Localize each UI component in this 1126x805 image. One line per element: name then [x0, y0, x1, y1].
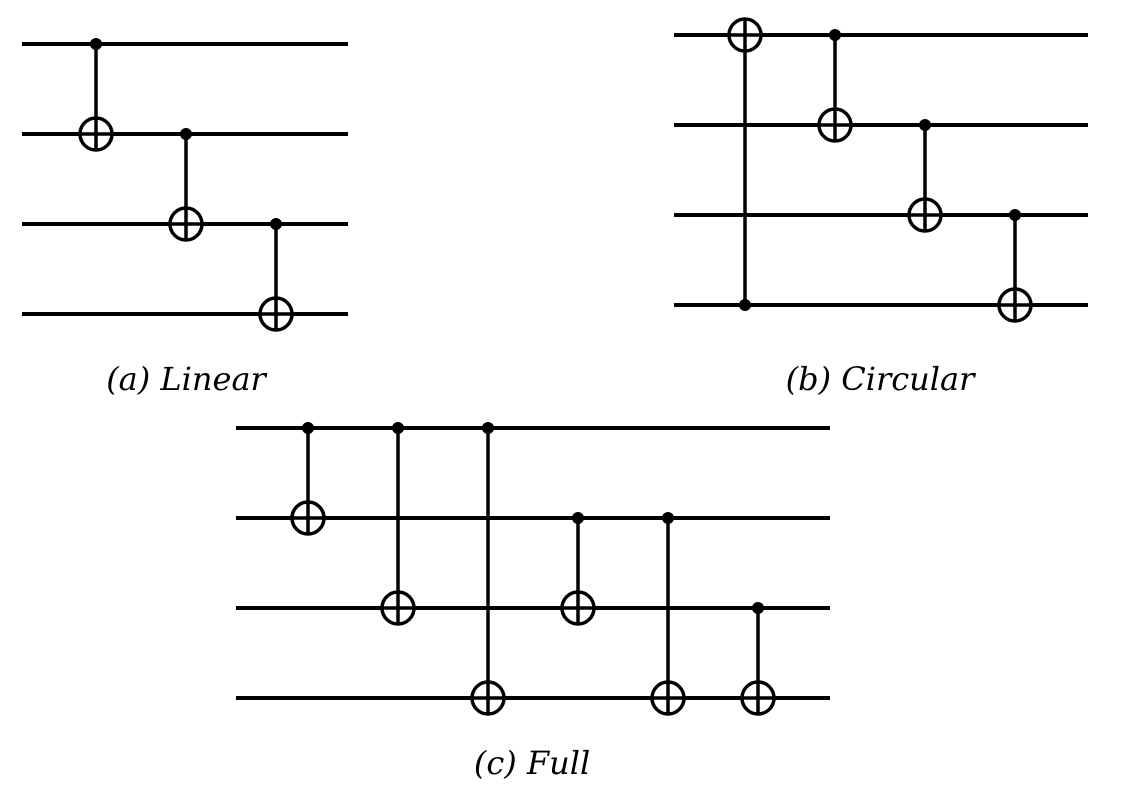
cnot-gate — [997, 209, 1033, 323]
cnot-gate — [470, 422, 506, 716]
cnot-gate — [380, 422, 416, 626]
target-xor-icon — [78, 116, 114, 152]
caption-linear: (a) Linear — [106, 360, 267, 398]
cnot-gate — [168, 128, 204, 242]
target-xor-icon — [258, 296, 294, 332]
target-xor-icon — [380, 590, 416, 626]
target-xor-icon — [997, 287, 1033, 323]
cnot-gate — [727, 17, 763, 311]
target-xor-icon — [740, 680, 776, 716]
cnot-gate — [258, 218, 294, 332]
target-xor-icon — [470, 680, 506, 716]
cnot-gate — [650, 512, 686, 716]
control-dot — [739, 299, 751, 311]
control-dot — [1009, 209, 1021, 221]
cnot-gate — [560, 512, 596, 626]
control-dot — [829, 29, 841, 41]
control-dot — [482, 422, 494, 434]
cnot-gate — [290, 422, 326, 536]
target-xor-icon — [650, 680, 686, 716]
cnot-gate — [78, 38, 114, 152]
target-xor-icon — [168, 206, 204, 242]
control-dot — [752, 602, 764, 614]
target-xor-icon — [560, 590, 596, 626]
cnot-gate — [740, 602, 776, 716]
target-xor-icon — [727, 17, 763, 53]
control-dot — [919, 119, 931, 131]
target-xor-icon — [817, 107, 853, 143]
cnot-gate — [817, 29, 853, 143]
control-dot — [392, 422, 404, 434]
cnot-gate — [907, 119, 943, 233]
panel-circular — [674, 17, 1088, 323]
caption-full: (c) Full — [474, 744, 590, 782]
control-dot — [90, 38, 102, 50]
caption-circular: (b) Circular — [786, 360, 976, 398]
control-dot — [180, 128, 192, 140]
control-dot — [270, 218, 282, 230]
panel-linear — [22, 38, 348, 332]
control-dot — [572, 512, 584, 524]
panel-full — [236, 422, 830, 716]
target-xor-icon — [907, 197, 943, 233]
control-dot — [302, 422, 314, 434]
control-dot — [662, 512, 674, 524]
target-xor-icon — [290, 500, 326, 536]
